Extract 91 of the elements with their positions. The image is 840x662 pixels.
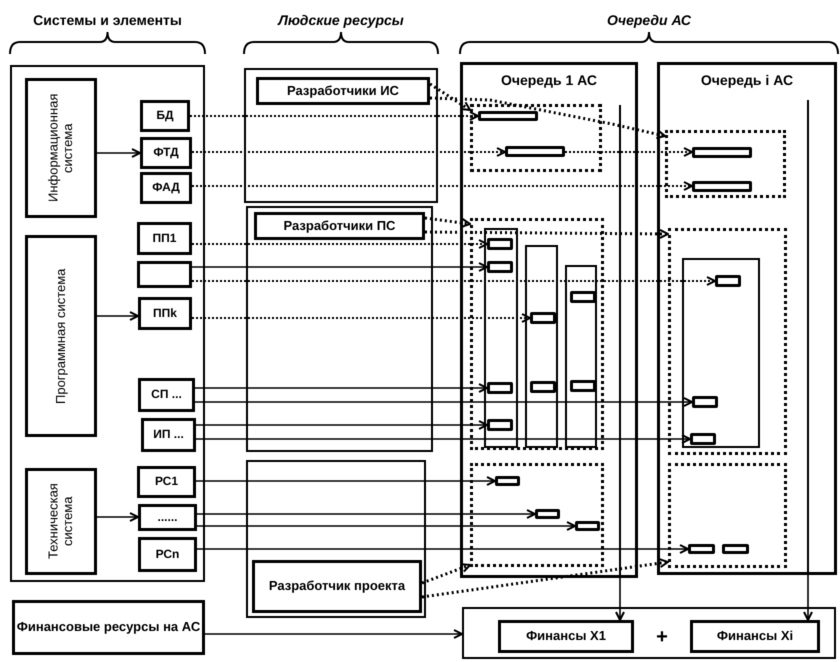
column-heading: Очереди АС <box>606 12 692 28</box>
element-box: ФАД <box>140 172 192 204</box>
column-heading: Системы и элементы <box>32 12 183 28</box>
task-bar <box>530 381 556 393</box>
finance-resources-box: Финансовые ресурсы на АС <box>12 600 205 655</box>
developer-box: Разработчик проекта <box>252 560 422 613</box>
task-bar <box>495 476 520 486</box>
element-box: ППk <box>138 297 192 330</box>
arrow <box>97 512 139 522</box>
panel-frame <box>246 206 433 452</box>
dotted-frame <box>470 463 604 567</box>
dotted-frame <box>668 463 787 568</box>
queue-panel <box>657 62 837 575</box>
dotted-frame <box>668 228 787 455</box>
column-frame <box>484 228 518 448</box>
task-bar <box>487 261 513 273</box>
task-bar <box>478 111 538 121</box>
task-bar <box>570 291 596 303</box>
dotted-arrow <box>429 82 471 112</box>
element-box: СП ... <box>138 378 195 412</box>
column-frame <box>682 258 760 448</box>
dotted-arrow <box>192 276 716 286</box>
task-bar <box>535 509 560 519</box>
column-heading: Людские ресурсы <box>276 12 405 28</box>
task-bar <box>692 181 752 192</box>
arrow <box>97 148 141 158</box>
panel-heading: Очередь i АС <box>700 73 794 88</box>
task-bar <box>722 544 749 554</box>
panel-frame <box>244 68 438 203</box>
developer-box: Разработчики ИС <box>256 77 430 105</box>
system-box: Информационная система <box>25 78 97 218</box>
arrow <box>195 383 488 393</box>
dotted-frame <box>665 130 786 198</box>
element-box: ФТД <box>140 137 192 169</box>
dotted-frame <box>470 218 604 450</box>
dotted-arrow <box>565 147 693 157</box>
arrow <box>196 476 496 486</box>
element-box: ИП ... <box>141 418 196 452</box>
dotted-arrow <box>192 313 531 323</box>
element-box: РСn <box>138 537 197 572</box>
task-bar <box>505 146 565 157</box>
dotted-arrow <box>430 96 666 140</box>
dotted-arrow <box>421 563 471 584</box>
arrow <box>197 544 689 554</box>
task-bar <box>715 275 741 287</box>
task-bar <box>575 521 600 531</box>
dotted-arrow <box>422 558 669 598</box>
dotted-frame <box>470 104 602 172</box>
arrow <box>615 578 625 621</box>
task-bar <box>688 544 715 554</box>
system-box: Программная система <box>25 235 97 437</box>
task-bar <box>487 382 513 394</box>
arrow <box>97 311 139 321</box>
dotted-arrow <box>424 228 669 239</box>
element-box: БД <box>140 100 190 132</box>
dotted-arrow <box>190 111 479 121</box>
finance-box: Финансы Xi <box>690 620 820 653</box>
task-bar <box>570 380 596 392</box>
dotted-arrow <box>192 147 506 157</box>
arrow <box>205 629 463 639</box>
queue-panel <box>460 62 638 578</box>
task-bar <box>692 147 752 158</box>
element-box: ПП1 <box>137 222 192 255</box>
task-bar <box>692 396 718 408</box>
arrow <box>197 509 536 519</box>
dotted-arrow <box>192 181 693 191</box>
element-box <box>137 261 192 288</box>
arrow <box>196 420 488 430</box>
task-bar <box>530 312 556 324</box>
task-bar <box>487 238 513 250</box>
system-box: Техническая система <box>25 468 97 575</box>
developer-box: Разработчики ПС <box>254 212 425 240</box>
panel-frame <box>462 607 836 659</box>
plus-sign: + <box>655 626 669 649</box>
panel-heading: Очередь 1 АС <box>500 73 598 88</box>
dotted-arrow <box>192 239 488 249</box>
panel-frame <box>10 65 205 582</box>
arrow <box>803 575 813 621</box>
element-box: РС1 <box>137 466 196 498</box>
task-bar <box>487 419 513 431</box>
element-box: ...... <box>138 504 197 531</box>
finance-box: Финансы X1 <box>498 620 634 653</box>
dotted-arrow <box>424 216 471 228</box>
arrow <box>192 262 488 272</box>
panel-frame <box>246 460 426 618</box>
column-frame <box>565 265 597 448</box>
arrow <box>195 397 693 407</box>
arrow <box>197 521 576 531</box>
arrow <box>196 434 691 444</box>
task-bar <box>690 433 716 445</box>
column-frame <box>525 245 558 448</box>
